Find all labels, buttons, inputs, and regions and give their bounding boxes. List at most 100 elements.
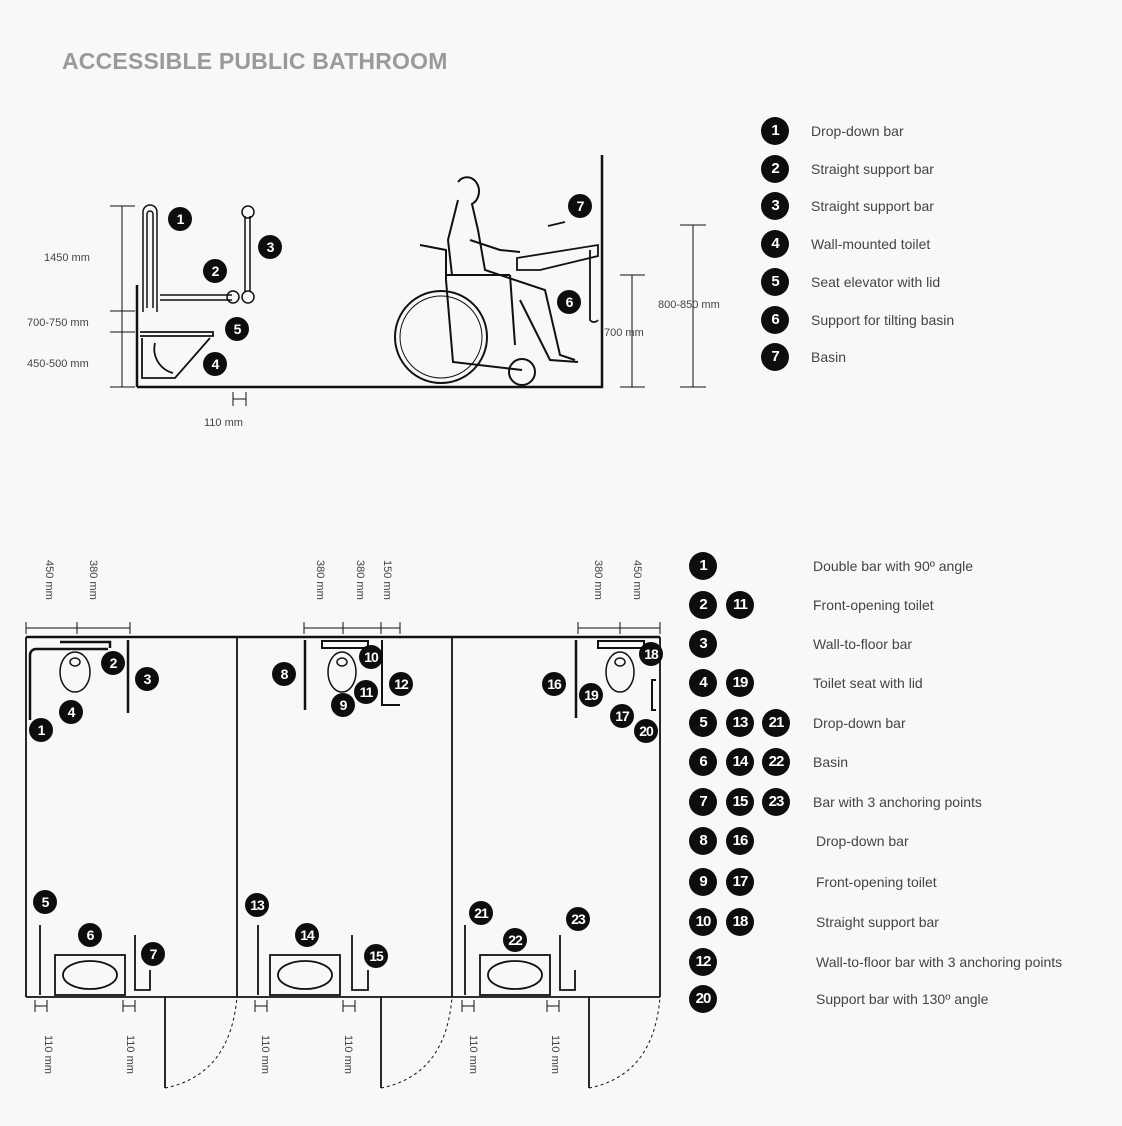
legend-badge: 13 (726, 709, 754, 737)
legend-badge: 1 (689, 552, 717, 580)
legend-badge: 10 (689, 908, 717, 936)
dimension-label: 110 mm (342, 1035, 354, 1074)
legend-label: Drop-down bar (813, 715, 906, 731)
dimension-label: 450 mm (631, 560, 643, 600)
legend-label: Wall-to-floor bar (813, 636, 913, 652)
dimension-label: 1450 mm (44, 252, 90, 264)
legend-badge: 5 (761, 267, 789, 296)
legend-badge: 2 (761, 154, 789, 183)
callout-badge: 20 (634, 719, 658, 743)
floor-dimension-110 (232, 392, 247, 406)
callout-badge: 2 (203, 259, 227, 283)
floor-line (137, 155, 604, 389)
callout-badge: 7 (141, 942, 165, 966)
callout-badge: 14 (295, 923, 319, 947)
legend-badge: 8 (689, 827, 717, 855)
callout-badge: 16 (542, 672, 566, 696)
callout-badge: 2 (101, 651, 125, 675)
callout-badge: 9 (331, 693, 355, 717)
callout-badge: 15 (364, 944, 388, 968)
dimension-label: 450-500 mm (27, 358, 89, 370)
legend-badge: 12 (689, 948, 717, 976)
callout-badge: 1 (29, 718, 53, 742)
legend-label: Support for tilting basin (811, 311, 955, 328)
legend-label: Toilet seat with lid (813, 675, 923, 691)
callout-badge: 12 (389, 672, 413, 696)
legend-label: Basin (813, 754, 849, 770)
callout-badge: 4 (59, 700, 83, 724)
callout-badge: 7 (568, 194, 592, 218)
legend-badge: 18 (726, 908, 754, 936)
legend-label: Seat elevator with lid (811, 273, 941, 290)
legend-badge: 7 (761, 343, 789, 372)
legend-label: Support bar with 130º angle (816, 991, 989, 1007)
top-dimension-lines (25, 622, 661, 634)
elevation-view (110, 155, 706, 406)
legend-label: Double bar with 90º angle (813, 558, 973, 574)
legend-badge: 20 (689, 985, 717, 1013)
dimension-label: 380 mm (314, 560, 326, 600)
callout-badge: 5 (225, 317, 249, 341)
callout-badge: 21 (469, 901, 493, 925)
dimension-label: 150 mm (381, 560, 393, 600)
dimension-label: 110 mm (124, 1035, 136, 1074)
legend-badge: 17 (726, 868, 754, 896)
page-title: ACCESSIBLE PUBLIC BATHROOM (62, 48, 448, 74)
dimension-label: 110 mm (549, 1035, 561, 1074)
legend-badge: 21 (762, 709, 790, 737)
legend-badge: 4 (761, 230, 789, 259)
legend-badge: 6 (761, 305, 789, 334)
legend-badge: 22 (762, 748, 790, 776)
callout-badge: 8 (272, 662, 296, 686)
legend-badge: 14 (726, 748, 754, 776)
dimension-label: 380 mm (87, 560, 99, 600)
legend-badge: 19 (726, 669, 754, 697)
legend-label: Drop-down bar (816, 833, 909, 849)
legend-badge: 23 (762, 788, 790, 816)
stall-walls (25, 637, 661, 998)
callout-badge: 23 (566, 907, 590, 931)
legend-badge: 16 (726, 827, 754, 855)
drop-down-bar (142, 204, 158, 312)
dimension-label: 380 mm (592, 560, 604, 600)
legend-label: Straight support bar (816, 914, 939, 930)
dimension-label: 800-850 mm (658, 299, 720, 311)
legend-badge: 7 (689, 788, 717, 816)
dimension-label: 450 mm (43, 560, 55, 600)
legend-label: Drop-down bar (811, 123, 904, 139)
callout-badge: 3 (135, 667, 159, 691)
legend-badge: 9 (689, 868, 717, 896)
dimension-label: 700-750 mm (27, 317, 89, 329)
callout-badge: 18 (639, 642, 663, 666)
callout-badge: 10 (359, 645, 383, 669)
legend-label: Basin (811, 349, 847, 366)
dimension-line-800-850 (680, 224, 706, 388)
dimension-label: 110 mm (204, 417, 243, 429)
straight-support-bar-vertical (244, 216, 251, 292)
legend-badge: 11 (726, 591, 754, 619)
dimension-line-700 (620, 274, 645, 388)
legend-badge: 2 (689, 591, 717, 619)
legend-badge: 3 (689, 630, 717, 658)
legend-badge: 6 (689, 748, 717, 776)
legend-badge: 15 (726, 788, 754, 816)
callout-badge: 13 (245, 893, 269, 917)
dimension-label: 110 mm (42, 1035, 54, 1074)
bottom-dimension-lines (34, 1000, 560, 1012)
callout-badge: 5 (33, 890, 57, 914)
wheelchair-user (394, 176, 579, 386)
legend-label: Bar with 3 anchoring points (813, 794, 982, 810)
wall-mounted-toilet (140, 331, 214, 379)
callout-badge: 6 (557, 290, 581, 314)
straight-support-bar-horizontal (160, 294, 232, 301)
callout-badge: 3 (258, 235, 282, 259)
tilting-basin (516, 221, 599, 323)
legend-label: Straight support bar (811, 160, 934, 177)
legend-badge: 1 (761, 117, 789, 145)
legend-label: Wall-mounted toilet (811, 236, 931, 253)
dimension-label: 700 mm (604, 327, 644, 339)
callout-badge: 6 (78, 923, 102, 947)
legend-label: Wall-to-floor bar with 3 anchoring point… (816, 954, 1063, 970)
legend-badge: 4 (689, 669, 717, 697)
legend-badge: 5 (689, 709, 717, 737)
